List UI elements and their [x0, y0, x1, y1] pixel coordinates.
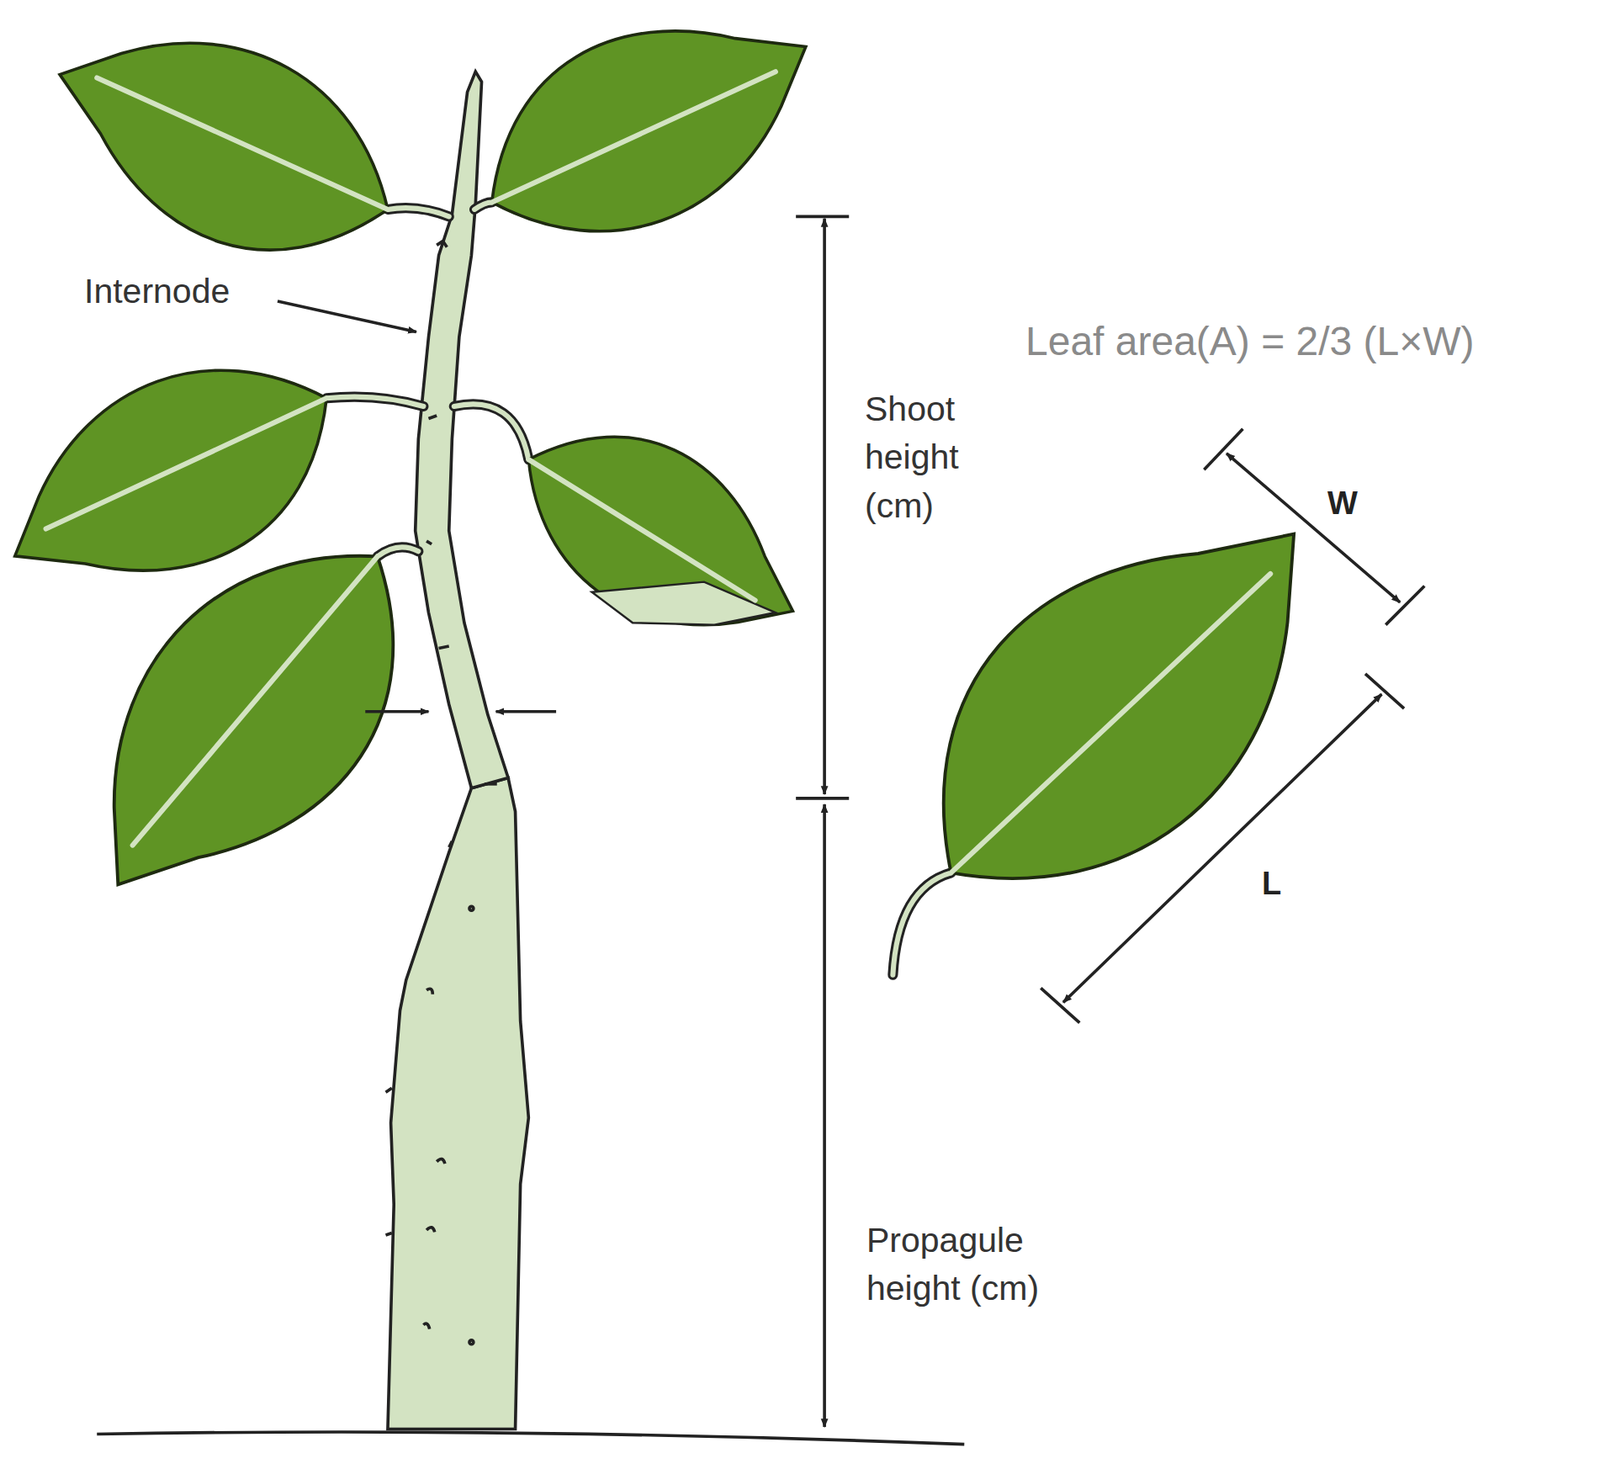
- dimension-label: Shoot height (cm): [864, 385, 1000, 530]
- propagule: [387, 778, 529, 1430]
- part-label: Internode: [84, 267, 230, 316]
- formula-label: Leaf area(A) = 2/3 (L×W): [1025, 312, 1475, 370]
- dimension-symbol: L: [1261, 861, 1282, 906]
- dimension-label: Propagule height (cm): [866, 1216, 1094, 1314]
- dimension-symbol: W: [1327, 481, 1358, 526]
